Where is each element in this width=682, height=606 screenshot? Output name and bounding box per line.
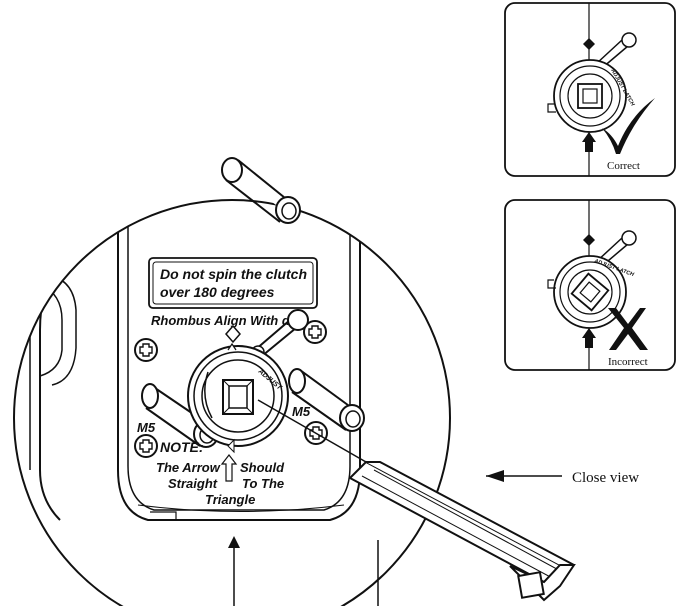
cross-mark-icon xyxy=(608,308,648,350)
note-arrow-icon xyxy=(220,454,238,482)
left-screw-label: M5 xyxy=(137,420,156,435)
close-view-label: Close view xyxy=(572,470,639,486)
check-mark-icon xyxy=(602,98,655,154)
rhombus-marker xyxy=(225,324,241,344)
right-pin xyxy=(288,368,365,432)
bottom-pointer xyxy=(228,536,379,606)
screw-top-right xyxy=(303,320,327,344)
mounting-plate xyxy=(117,200,361,521)
warning-line2: over 180 degrees xyxy=(160,284,275,300)
spindle-bar xyxy=(257,399,576,602)
correct-label: Correct xyxy=(607,160,640,172)
incorrect-panel: ADJUST LATCH Incorrect xyxy=(504,199,676,371)
clutch-dial: ADJUST xyxy=(187,342,289,454)
warning-label: Do not spin the clutch over 180 degrees xyxy=(148,257,318,309)
align-instruction: Rhombus Align With dot xyxy=(151,313,303,328)
screw-top-left xyxy=(134,338,158,362)
warning-line1: Do not spin the clutch xyxy=(160,266,307,282)
note-line3: Triangle xyxy=(205,492,255,507)
note-line2b: To The xyxy=(242,476,284,491)
note-title: NOTE: xyxy=(160,439,204,455)
screw-bottom-left xyxy=(134,434,158,458)
incorrect-label: Incorrect xyxy=(608,356,648,368)
correct-panel: ADJUST LATCH Correct xyxy=(504,2,676,177)
note-text: NOTE: The Arrow Should Straight To The T… xyxy=(156,439,285,507)
close-view-callout: Close view xyxy=(486,470,639,486)
note-line2a: Straight xyxy=(168,476,218,491)
note-line1a: The Arrow xyxy=(156,460,221,475)
note-line1b: Should xyxy=(240,460,285,475)
top-pin xyxy=(221,157,301,224)
right-screw-label: M5 xyxy=(292,404,311,419)
